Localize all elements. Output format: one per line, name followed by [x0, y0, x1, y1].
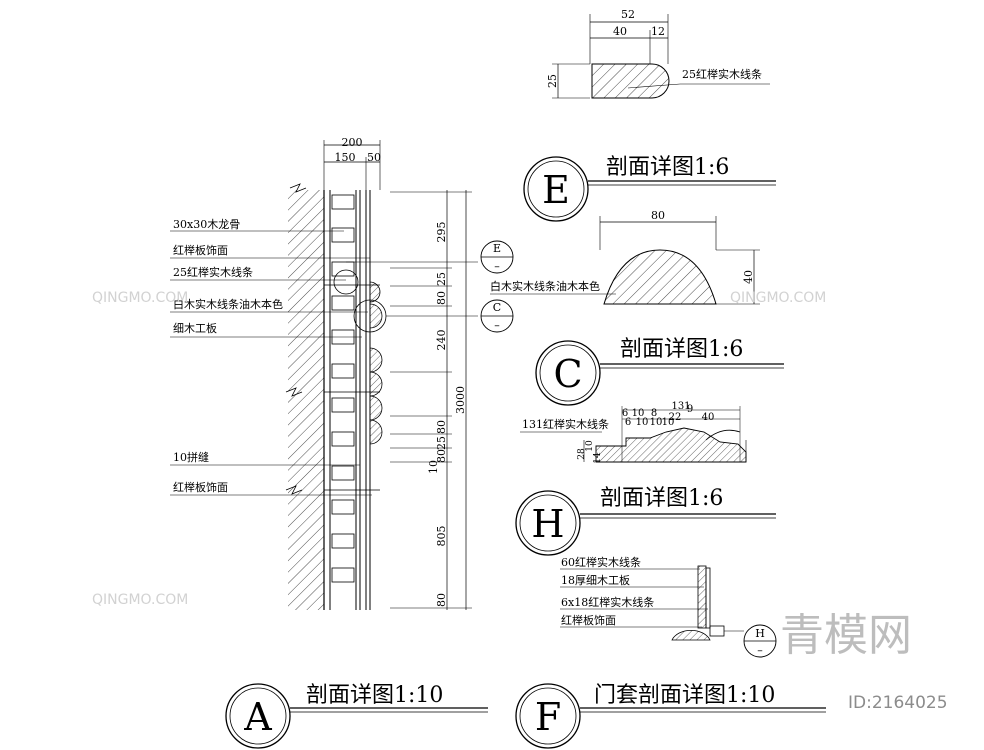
- dim-200: 200: [342, 136, 363, 149]
- dim-e-40: 40: [613, 25, 627, 38]
- dim-80b: 80: [435, 420, 448, 434]
- ref-c-letter: C: [493, 301, 501, 314]
- ref-h-sub: –: [757, 644, 763, 657]
- dim-c-80: 80: [651, 209, 665, 222]
- section-c-title: C 剖面详图1:6: [535, 337, 784, 406]
- dim-80: 80: [435, 291, 448, 305]
- section-e-letter: E: [542, 168, 570, 212]
- callout-strip-25: 25红榉实木线条: [173, 265, 253, 279]
- section-f-title: F 门套剖面详图1:10: [515, 683, 826, 749]
- callout-f-6x18: 6x18红榉实木线条: [561, 595, 654, 609]
- section-h-drawing: 131 6 10 8 22 9 40 6 10 10 10 28 10 14 1…: [520, 401, 747, 464]
- callout-h: 131红榉实木线条: [522, 417, 609, 431]
- watermark-brand-1: QINGMO.COM: [92, 290, 188, 306]
- dim-e-12: 12: [651, 25, 665, 38]
- dim-25b: 25: [435, 436, 448, 450]
- section-c-title-text: 剖面详图1:6: [620, 337, 743, 362]
- callout-keel: 30x30木龙骨: [173, 218, 240, 231]
- section-h-title-text: 剖面详图1:6: [600, 486, 723, 511]
- ref-h-letter: H: [755, 627, 765, 640]
- section-f-drawing: 60红榉实木线条 18厚细木工板 6x18红榉实木线条 红榉板饰面 H –: [560, 555, 777, 658]
- dim-h-6: 6: [622, 408, 628, 419]
- section-a-drawing: [170, 140, 514, 610]
- callout-f-panel: 红榉板饰面: [561, 613, 616, 627]
- callout-panel-facing: 红榉板饰面: [173, 243, 228, 257]
- dim-25: 25: [435, 272, 448, 286]
- dim-150: 150: [335, 151, 356, 164]
- dim-h-40: 40: [702, 412, 715, 423]
- section-h-letter: H: [531, 502, 564, 546]
- dim-80d: 80: [435, 593, 448, 607]
- section-a-text: 200 150 50 295 25 80 240 3000 80 25 80 1…: [173, 136, 501, 607]
- dim-h-22: 22: [669, 412, 682, 423]
- callout-blockboard: 细木工板: [173, 321, 217, 335]
- dim-e-52: 52: [621, 8, 635, 21]
- callout-f-60: 60红榉实木线条: [561, 555, 641, 569]
- watermark-layer: QINGMO.COM QINGMO.COM QINGMO.COM 青模网 ID:…: [92, 290, 948, 713]
- dim-80c: 80: [435, 449, 448, 463]
- callout-e: 25红榉实木线条: [682, 67, 762, 81]
- dim-h-28: 28: [577, 448, 587, 460]
- dim-h-131: 131: [671, 401, 690, 412]
- section-h-title: H 剖面详图1:6: [515, 486, 776, 556]
- dim-h-b10c: 10: [662, 417, 675, 428]
- ref-e-sub: –: [494, 260, 500, 273]
- section-e-title: E 剖面详图1:6: [523, 155, 776, 222]
- dim-h-10: 10: [632, 408, 645, 419]
- dim-10: 10: [427, 460, 440, 474]
- dim-h-8: 8: [651, 408, 657, 419]
- dim-c-40: 40: [742, 270, 755, 284]
- dim-h-s10: 10: [585, 440, 595, 452]
- callout-c: 白木实木线条油木本色: [490, 279, 600, 293]
- dim-3000: 3000: [454, 386, 467, 414]
- ref-e-letter: E: [493, 242, 501, 255]
- callout-joint: 10拼缝: [173, 450, 209, 464]
- dim-805: 805: [435, 526, 448, 547]
- watermark-brand-2: QINGMO.COM: [730, 290, 826, 306]
- section-a-letter: A: [243, 695, 272, 739]
- section-a-title-text: 剖面详图1:10: [306, 683, 443, 708]
- section-c-drawing: 80 40 白木实木线条油木本色: [490, 209, 760, 305]
- section-f-title-text: 门套剖面详图1:10: [594, 683, 775, 708]
- dim-h-14: 14: [593, 452, 603, 464]
- dim-e-25: 25: [546, 74, 559, 88]
- callout-f-18: 18厚细木工板: [561, 573, 630, 587]
- callout-panel-facing-2: 红榉板饰面: [173, 480, 228, 494]
- wall-hatch: [288, 190, 324, 610]
- dim-50: 50: [367, 151, 381, 164]
- section-a-title: A 剖面详图1:10: [225, 683, 488, 749]
- callout-white-strip: 白木实木线条油木本色: [173, 297, 283, 311]
- section-e-title-text: 剖面详图1:6: [606, 155, 729, 180]
- section-e-drawing: 52 40 12 25 25红榉实木线条: [546, 8, 770, 99]
- watermark-brand-3: QINGMO.COM: [92, 592, 188, 608]
- ref-c-sub: –: [494, 319, 500, 332]
- section-f-letter: F: [535, 695, 561, 739]
- watermark-id: ID:2164025: [848, 693, 948, 713]
- dim-295: 295: [435, 222, 448, 243]
- dim-h-b6: 6: [625, 417, 631, 428]
- dim-240: 240: [435, 330, 448, 351]
- dim-h-b10a: 10: [636, 417, 649, 428]
- watermark-brand-cn: 青模网: [780, 610, 912, 661]
- dim-h-b10b: 10: [650, 417, 663, 428]
- dim-h-9: 9: [687, 404, 693, 415]
- section-c-letter: C: [553, 352, 582, 396]
